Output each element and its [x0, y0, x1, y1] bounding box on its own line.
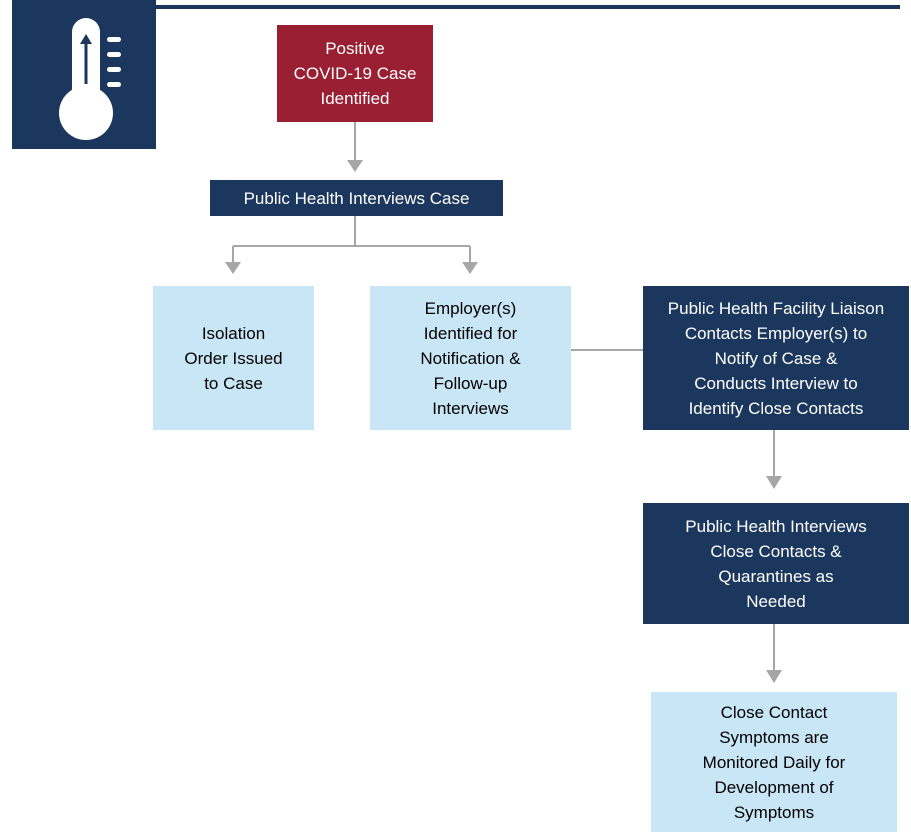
arrowhead-to-monitoring — [766, 670, 782, 683]
thermometer-icon — [59, 18, 121, 140]
arrowhead-to-isolation — [225, 262, 241, 274]
node-positive-case: Positive COVID-19 Case Identified — [277, 25, 433, 122]
arrowhead-case-to-interview — [347, 160, 363, 172]
node-interviews-contacts: Public Health Interviews Close Contacts … — [643, 503, 909, 624]
arrowhead-to-contacts — [766, 476, 782, 489]
arrowhead-to-employers — [462, 262, 478, 274]
node-employers-identified: Employer(s) Identified for Notification … — [370, 286, 571, 430]
node-symptom-monitoring: Close Contact Symptoms are Monitored Dai… — [651, 692, 897, 832]
node-facility-liaison: Public Health Facility Liaison Contacts … — [643, 286, 909, 430]
thermometer-badge — [12, 0, 156, 149]
node-isolation-order: Isolation Order Issued to Case — [153, 286, 314, 430]
header-rule — [155, 5, 900, 9]
node-interviews-case: Public Health Interviews Case — [210, 180, 503, 216]
